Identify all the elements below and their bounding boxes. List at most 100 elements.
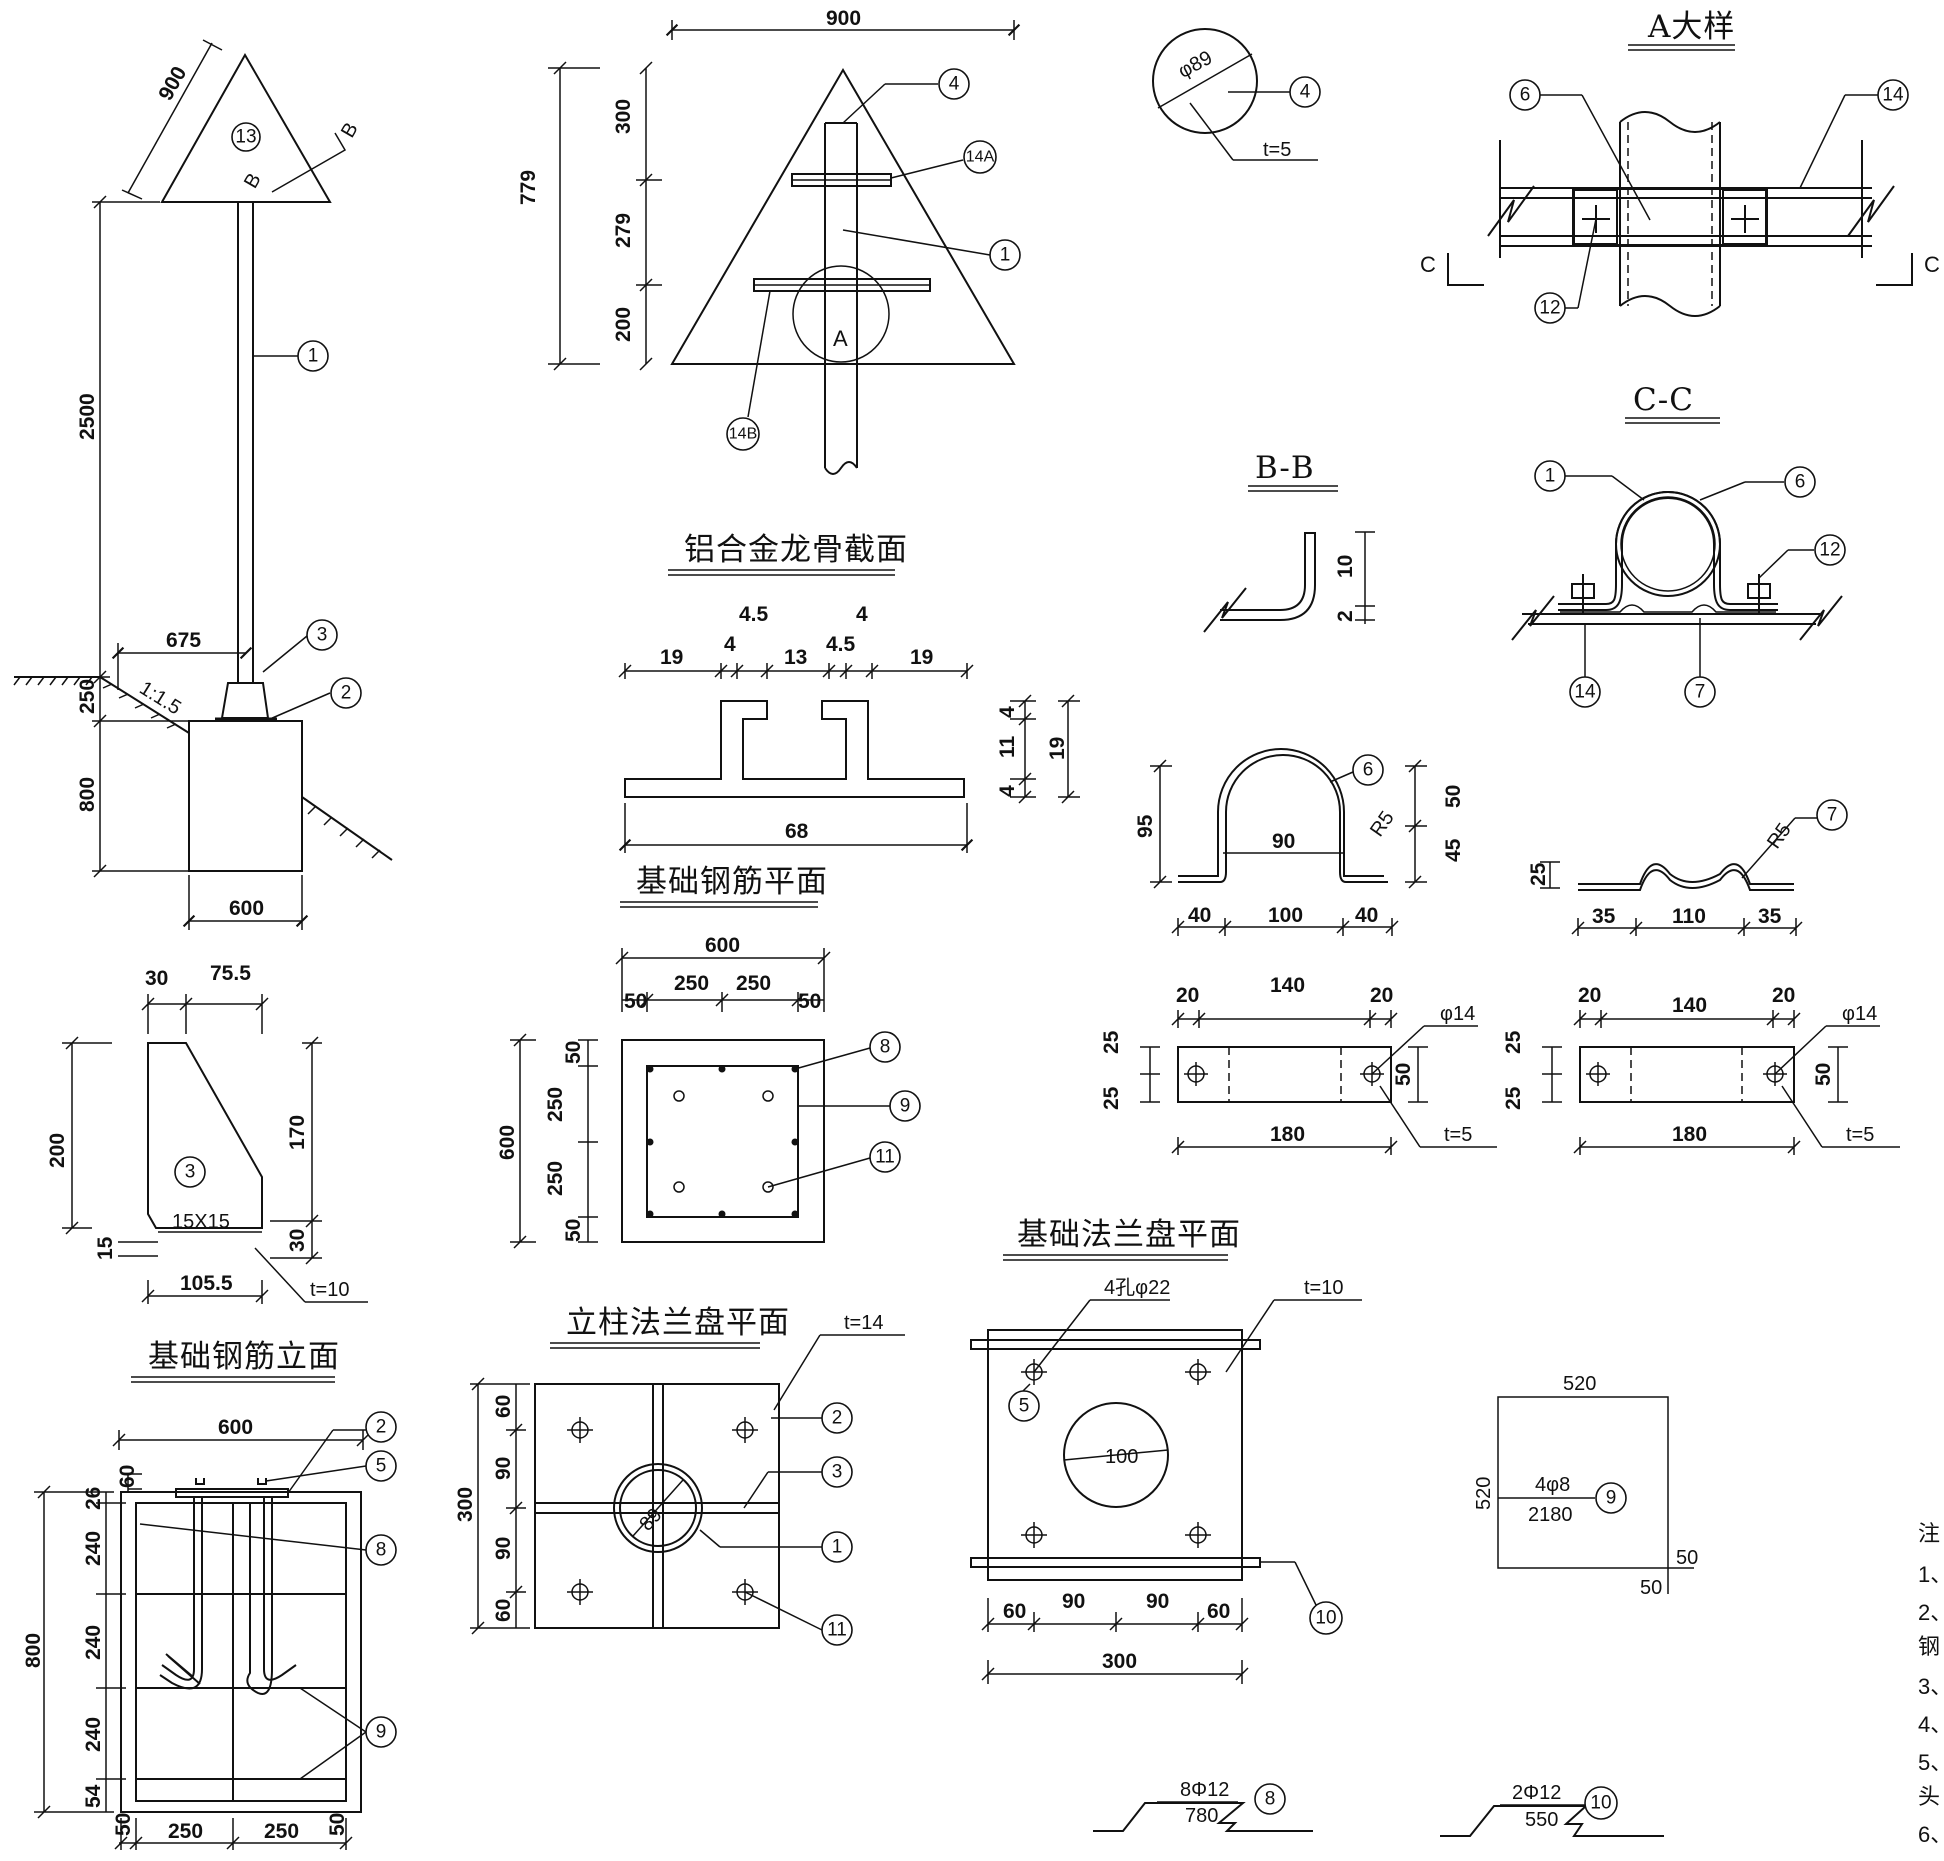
title-fnd-flange: 基础法兰盘平面 — [1017, 1217, 1241, 1253]
bolt-holes — [567, 1417, 758, 1605]
re-dim-b3: 250 — [264, 1820, 299, 1843]
svg-text:1: 1 — [308, 346, 319, 367]
svg-text:9: 9 — [900, 1096, 911, 1117]
svg-text:7: 7 — [1827, 805, 1838, 826]
keel-dim-v3: 4 — [996, 785, 1019, 797]
callout-5-re: 5 — [365, 1450, 397, 1482]
pipe-section: φ89 4 t=5 — [1152, 28, 1321, 161]
plate-left: φ14 t=5 20 140 20 25 25 50 180 — [1100, 974, 1497, 1155]
pl-thk: t=5 — [1444, 1124, 1472, 1146]
callout-9-re: 9 — [365, 1716, 397, 1748]
c7-dim-b2: 110 — [1672, 905, 1706, 928]
pipe-thickness: t=5 — [1263, 139, 1291, 161]
callout-10-bar: 10 — [1584, 1786, 1618, 1820]
callout-2: 2 — [330, 677, 362, 709]
callout-1: 1 — [297, 340, 329, 372]
rp-dim-v2: 250 — [544, 1087, 567, 1122]
re-dim-v3: 240 — [82, 1625, 105, 1660]
re-dim-h: 800 — [22, 1633, 45, 1668]
pr-dim-c: 20 — [1772, 984, 1795, 1007]
pr-dim-a: 20 — [1578, 984, 1601, 1007]
keel-dim-c: 13 — [784, 646, 807, 669]
title-section-cc: C-C — [1633, 382, 1694, 418]
note-2b: 钢 — [1918, 1634, 1940, 1659]
stirrup-hook2: 50 — [1640, 1577, 1662, 1599]
svg-text:14A: 14A — [966, 149, 995, 166]
notes-column: 注 1、 2、 钢 3、 4、 5、 头 6、 — [1918, 1521, 1944, 1847]
rib-dim-top2: 75.5 — [210, 962, 251, 985]
ff-center: 100 — [1105, 1446, 1138, 1468]
rib-dim-height: 200 — [46, 1133, 69, 1168]
callout-10-ff: 10 — [1309, 1601, 1343, 1635]
rib-chamfer: 15X15 — [172, 1211, 230, 1233]
front-dim-h3: 200 — [612, 307, 635, 342]
c6-dim-v1: 50 — [1442, 785, 1465, 808]
c6-dim-inner: 90 — [1272, 830, 1295, 853]
callout-1-cc: 1 — [1534, 460, 1566, 492]
stirrup-spec: 4φ8 — [1535, 1474, 1570, 1496]
svg-text:14B: 14B — [729, 426, 757, 443]
callout-4: 4 — [938, 68, 970, 100]
svg-text:1: 1 — [832, 1537, 843, 1558]
note-5b: 头 — [1918, 1784, 1940, 1809]
clamp-6-elevation: 90 R5 95 50 45 6 40 100 40 — [1134, 748, 1465, 936]
stirrup-h: 520 — [1473, 1477, 1495, 1510]
stirrup-9: 520 520 4φ8 2180 9 50 50 — [1473, 1373, 1698, 1599]
svg-text:14: 14 — [1882, 85, 1904, 106]
c6-dim-b3: 40 — [1355, 904, 1378, 927]
stiffener-rib: 3 15X15 t=10 30 75.5 200 170 30 15 105.5 — [46, 962, 368, 1304]
keel-dim-total: 68 — [785, 820, 809, 843]
svg-text:6: 6 — [1520, 85, 1531, 106]
pl-dim-c: 20 — [1370, 984, 1393, 1007]
keel-dim-a: 19 — [660, 646, 683, 669]
front-dim-h2: 279 — [612, 213, 635, 248]
pl-hole: φ14 — [1440, 1003, 1475, 1025]
pf-dim-h: 300 — [454, 1487, 477, 1522]
pf-dim-v2: 90 — [492, 1457, 515, 1480]
callout-1-front: 1 — [989, 239, 1021, 271]
title-section-bb: B-B — [1255, 450, 1315, 486]
keel-dim-d: 19 — [910, 646, 933, 669]
slope-ratio: 1:1.5 — [135, 677, 184, 719]
re-dim-v4: 240 — [82, 1717, 105, 1752]
pl-dim-h: 50 — [1392, 1063, 1415, 1086]
clamp-7-elevation: R5 7 25 35 110 35 — [1527, 799, 1848, 936]
section-mark-b: B — [240, 170, 266, 193]
svg-text:8: 8 — [1265, 1789, 1276, 1810]
ff-dim-total: 300 — [1102, 1650, 1137, 1673]
callout-6-cc: 6 — [1784, 466, 1816, 498]
keel-dim-v2: 11 — [996, 735, 1019, 758]
pr-dim-v1: 25 — [1502, 1030, 1525, 1054]
callout-4-pipe: 4 — [1289, 76, 1321, 108]
elev-dim-depth: 800 — [76, 777, 99, 812]
re-dim-b1: 50 — [112, 1813, 135, 1836]
callout-14a: 14A — [963, 140, 997, 174]
section-mark-b2: B — [337, 119, 363, 142]
ff-dim-d: 60 — [1207, 1600, 1230, 1623]
svg-text:2: 2 — [832, 1408, 843, 1429]
callout-13: 13 — [231, 122, 261, 152]
svg-text:3: 3 — [832, 1462, 843, 1483]
re-dim-b2: 250 — [168, 1820, 203, 1843]
svg-text:13: 13 — [235, 127, 256, 148]
svg-text:2: 2 — [376, 1417, 387, 1438]
bar8-spec: 8Φ12 — [1180, 1779, 1229, 1801]
keel-dim-b: 4 — [724, 633, 736, 656]
section-bb: B-B 10 2 — [1203, 450, 1375, 633]
title-rebar-plan: 基础钢筋平面 — [636, 864, 828, 900]
callout-6-clamp: 6 — [1352, 754, 1384, 786]
svg-text:11: 11 — [875, 1147, 895, 1168]
callout-9-stirrup: 9 — [1595, 1482, 1627, 1514]
callout-9-plan: 9 — [889, 1090, 921, 1122]
callout-14-a: 14 — [1877, 79, 1909, 111]
callout-8-re: 8 — [365, 1534, 397, 1566]
c6-dim-v2: 45 — [1442, 838, 1465, 862]
svg-text:6: 6 — [1795, 472, 1806, 493]
detail-mark-a: A — [833, 326, 848, 351]
c-mark-left: C — [1420, 252, 1436, 277]
rp-dim-v1: 50 — [562, 1041, 585, 1064]
notes-head: 注 — [1918, 1521, 1940, 1546]
elev-dim-depth-top: 250 — [76, 679, 99, 714]
c6-dim-b2: 100 — [1268, 904, 1303, 927]
